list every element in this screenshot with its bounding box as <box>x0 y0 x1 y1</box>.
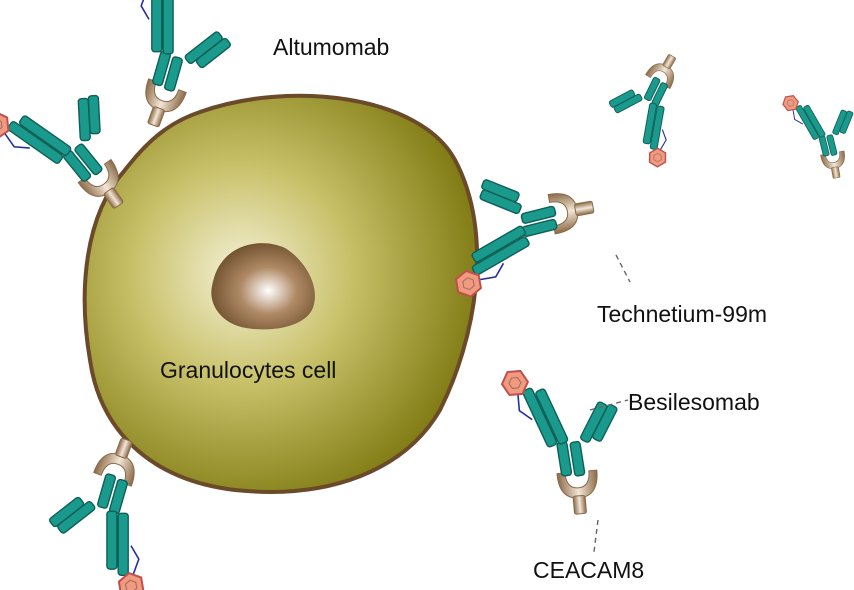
label-besilesomab: Besilesomab <box>628 389 760 415</box>
leader-antibody <box>589 399 629 411</box>
leader-antigen <box>593 519 599 553</box>
antibody-legend <box>499 361 628 521</box>
label-altumomab: Altumomab <box>273 34 389 60</box>
label-ceacam8: CEACAM8 <box>533 557 644 583</box>
leader-isotope <box>615 254 631 283</box>
nucleus <box>211 243 315 330</box>
antibody-free-1 <box>591 39 714 170</box>
label-technetium: Technetium-99m <box>597 301 767 327</box>
label-granulocytes-cell: Granulocytes cell <box>160 357 336 383</box>
antibody-free-2 <box>781 85 854 186</box>
